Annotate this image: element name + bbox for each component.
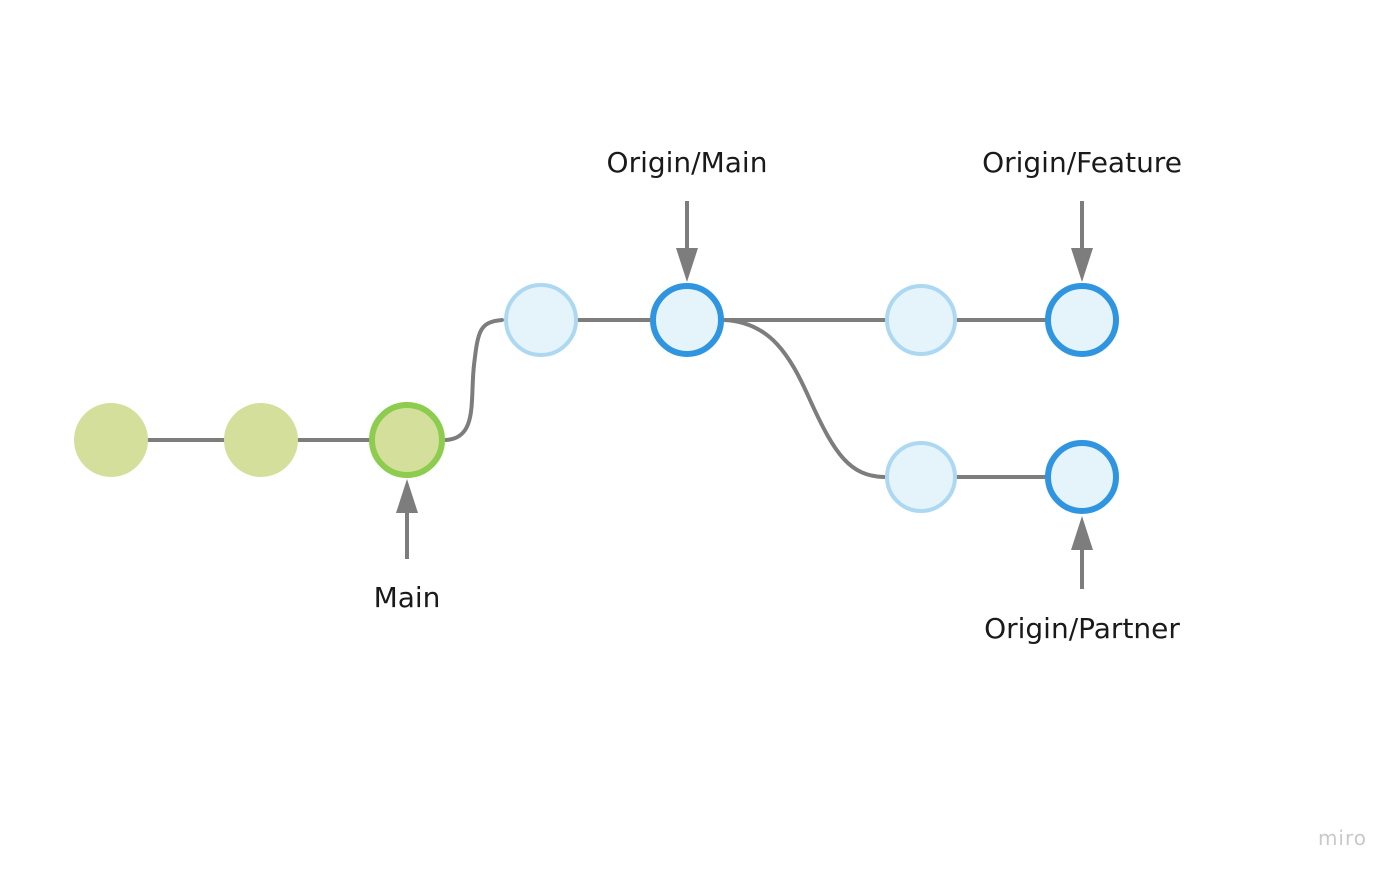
pointer-arrow-origin-main [676,201,698,282]
commit-connectors [146,318,1048,479]
label-main: Main [374,581,441,614]
commit-partner-1 [885,441,957,513]
commit-origin-partner-head [1045,440,1119,514]
commit-local-1 [74,403,148,477]
commit-main-head [369,402,445,478]
label-origin-feature: Origin/Feature [982,146,1182,179]
commit-nodes [74,283,1119,514]
connector-main-to-remote-1 [444,318,504,442]
label-origin-partner: Origin/Partner [984,612,1180,645]
pointer-arrow-main [396,479,418,559]
commit-feature-1 [885,284,957,356]
branch-pointers [396,201,1093,589]
commit-remote-1 [504,283,578,357]
connector-origin-main-to-partner-1 [722,318,886,479]
commit-origin-main-head [650,283,724,357]
commit-local-2 [224,403,298,477]
pointer-arrow-origin-partner [1071,516,1093,589]
branch-labels: Main Origin/Main Origin/Feature Origin/P… [374,146,1182,645]
commit-origin-feature-head [1045,283,1119,357]
pointer-arrow-origin-feature [1071,201,1093,282]
miro-watermark: miro [1317,826,1367,850]
label-origin-main: Origin/Main [607,146,768,179]
